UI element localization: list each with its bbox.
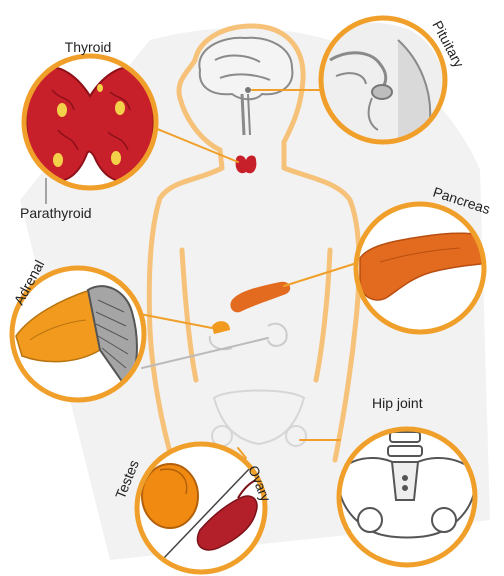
hip-joint-callout	[339, 429, 475, 576]
label-thyroid: Thyroid	[65, 39, 112, 55]
pituitary-gland	[372, 85, 392, 99]
label-hip-joint: Hip joint	[372, 395, 423, 411]
thyroid-callout	[24, 56, 156, 188]
pituitary-point	[245, 87, 251, 93]
testes-organ	[142, 464, 198, 528]
gonads-callout	[137, 444, 265, 572]
label-parathyroid: Parathyroid	[20, 205, 92, 221]
